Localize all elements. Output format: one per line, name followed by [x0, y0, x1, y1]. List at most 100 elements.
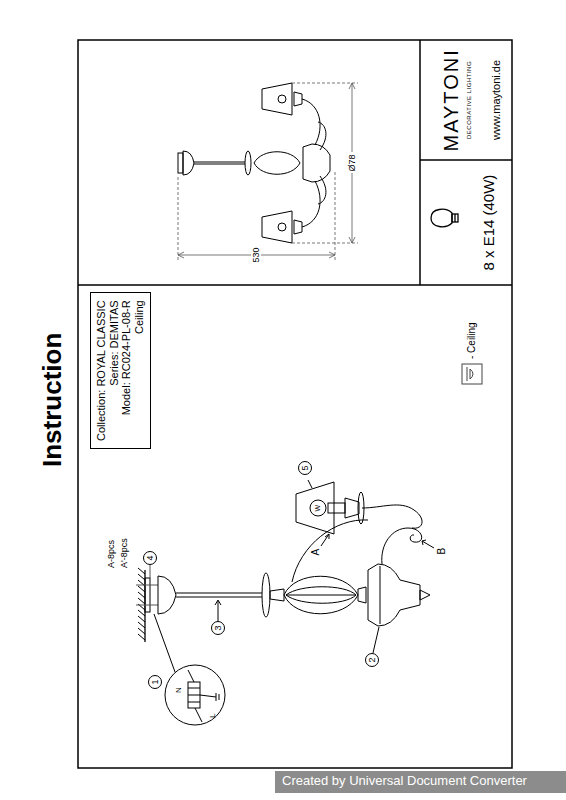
drawing-stroke — [292, 520, 368, 582]
drawing-stroke — [302, 99, 320, 145]
logo-cell: MAYTONIDECORATIVE LIGHTINGwww.maytoni.de — [420, 40, 512, 160]
bulb-cell: 8 x E14 (40W) — [420, 160, 512, 285]
drawing-stroke — [318, 122, 326, 150]
drawing-stroke — [308, 480, 312, 488]
drawing-stroke — [303, 144, 330, 182]
drawing-stroke — [454, 214, 455, 222]
drawing-stroke — [178, 175, 179, 260]
drawing-stroke — [176, 593, 262, 594]
callout-number: 3 — [213, 625, 223, 630]
drawing-stroke — [420, 590, 430, 600]
drawing-stroke — [78, 40, 512, 768]
drawing-stroke — [294, 92, 302, 106]
dimension: 530 — [251, 245, 261, 264]
drawing-stroke — [178, 83, 358, 260]
hatch-stroke — [138, 598, 145, 604]
drawing-stroke — [200, 693, 219, 701]
drawing-stroke — [262, 83, 292, 115]
node-text: 8 x E14 (40W) — [480, 175, 497, 271]
drawing-stroke — [278, 95, 286, 103]
drawing-stroke — [362, 505, 422, 528]
drawing-stroke — [78, 284, 512, 286]
drawing-stroke — [296, 482, 334, 534]
part-count: A'-8pcs — [119, 538, 129, 568]
drawing-stroke — [431, 209, 452, 226]
drawing-stroke — [188, 688, 200, 689]
drawing-stroke — [149, 676, 162, 689]
drawing-stroke — [328, 503, 345, 513]
drawing-stroke — [183, 151, 194, 175]
drawing-stroke — [292, 243, 358, 244]
hatch-stroke — [138, 634, 145, 640]
drawing-stroke — [335, 170, 336, 260]
drawing-stroke — [420, 159, 512, 161]
chandelier-assembly — [136, 482, 430, 626]
drawing-stroke — [144, 552, 157, 565]
drawing-stroke — [262, 211, 292, 243]
hatch-stroke — [138, 616, 145, 622]
drawing-stroke — [165, 665, 225, 725]
hatch-stroke — [138, 622, 145, 628]
drawing-stroke — [470, 369, 473, 379]
drawing-stroke — [284, 576, 358, 614]
drawing-stroke — [278, 223, 286, 231]
drawing-stroke — [262, 573, 270, 617]
drawing-stroke — [292, 83, 358, 84]
drawing-stroke — [158, 576, 176, 614]
watermark-bar — [275, 771, 566, 793]
drawing-stroke — [380, 566, 381, 624]
hatch-stroke — [138, 628, 145, 634]
drawing-stroke — [136, 605, 158, 606]
bulb-mark: W — [314, 505, 322, 512]
hatch-stroke — [138, 586, 145, 592]
drawing-stroke — [145, 578, 150, 612]
drawing-stroke — [302, 181, 320, 227]
mount-type-label: - Ceiling — [466, 322, 478, 359]
callout-circles — [144, 462, 435, 689]
drawing-stroke — [178, 153, 183, 173]
wire-name: L — [208, 714, 217, 718]
callout-number: 5 — [300, 465, 310, 470]
node-subtext: Series: DEMITAS — [108, 300, 121, 441]
wiring-detail — [154, 614, 225, 725]
drawing-stroke — [212, 622, 225, 635]
hatch-stroke — [138, 610, 145, 616]
drawing-stroke — [294, 220, 302, 234]
drawing-stroke — [176, 597, 262, 598]
drawing-stroke — [467, 367, 468, 381]
part-count: A-8pcs — [106, 540, 116, 568]
node-subtext: Model: RC024-PL-08-R — [120, 300, 133, 441]
drawing-stroke — [422, 540, 434, 548]
drawing-stroke — [154, 614, 175, 672]
drawing-stroke — [270, 589, 284, 601]
callout-number: 1 — [150, 679, 160, 684]
drawing-stroke — [321, 534, 329, 546]
drawing-stroke — [194, 164, 245, 165]
drawing-stroke — [136, 585, 158, 586]
drawing-stroke — [345, 498, 359, 518]
drawing-stroke — [286, 587, 356, 604]
drawing-stroke — [195, 708, 202, 722]
drawing-stroke — [452, 214, 458, 222]
sheet-title: Instruction — [38, 333, 68, 467]
drawing-stroke — [254, 152, 300, 175]
part-letter: B — [436, 548, 448, 555]
drawing-stroke — [150, 565, 151, 578]
hatch-stroke — [138, 568, 145, 574]
watermark: Created by Universal Document Converter — [282, 774, 527, 789]
node-subtext: www.maytoni.de — [490, 60, 503, 140]
hatch-stroke — [138, 592, 145, 598]
callout-number: 4 — [145, 555, 155, 560]
node-subtext: Ceiling — [133, 300, 146, 441]
frame — [78, 40, 512, 768]
drawing-stroke — [299, 462, 312, 475]
callout-number: 2 — [367, 657, 377, 662]
drawing-stroke — [194, 162, 245, 163]
dimension: Ø78 — [347, 152, 357, 173]
drawing-stroke — [382, 528, 422, 564]
drawing-stroke — [310, 500, 326, 516]
wire-name: N — [174, 687, 183, 693]
node-subtext: DECORATIVE LIGHTING — [466, 61, 473, 139]
